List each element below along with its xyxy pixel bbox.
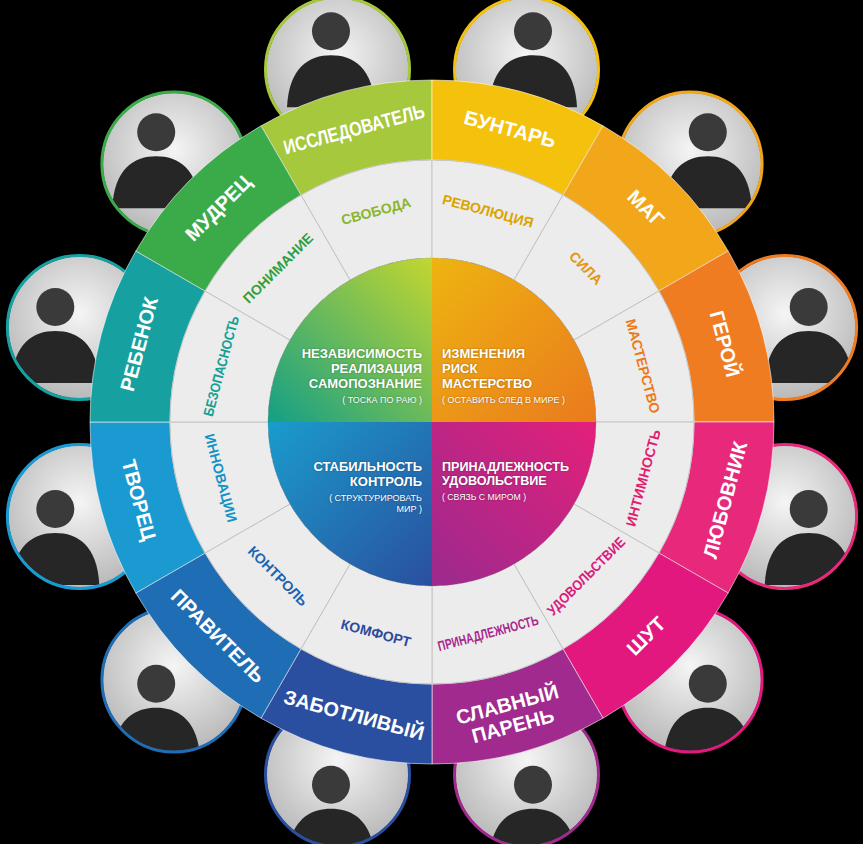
- segment-shape: [432, 422, 596, 586]
- motive-quadrant: ПРИНАДЛЕЖНОСТЬ УДОВОЛЬСТВИЕ ( СВЯЗЬ С МИР…: [432, 422, 596, 586]
- motive-note: ( ТОСКА ПО РАЮ ): [302, 395, 422, 406]
- label-holder: ПРИНАДЛЕЖНОСТЬ УДОВОЛЬСТВИЕ ( СВЯЗЬ С МИР…: [442, 460, 569, 502]
- label-holder: НЕЗАВИСИМОСТЬ РЕАЛИЗАЦИЯ САМОПОЗНАНИЕ ( Т…: [302, 347, 422, 406]
- motive-note: ( ОСТАВИТЬ СЛЕД В МИРЕ ): [442, 395, 565, 406]
- motive-heading: СТАБИЛЬНОСТЬ КОНТРОЛЬ: [313, 460, 422, 490]
- motive-note: ( СВЯЗЬ С МИРОМ ): [442, 492, 569, 502]
- label-holder: ИЗМЕНЕНИЯ РИСК МАСТЕРСТВО ( ОСТАВИТЬ СЛЕД…: [442, 347, 565, 406]
- motive-heading: ИЗМЕНЕНИЯ РИСК МАСТЕРСТВО: [442, 347, 532, 392]
- segment-fill: [432, 422, 596, 586]
- label-holder: СТАБИЛЬНОСТЬ КОНТРОЛЬ ( СТРУКТУРИРОВАТЬ М…: [310, 460, 422, 515]
- segment-fill: [268, 422, 432, 586]
- motive-quadrant: ИЗМЕНЕНИЯ РИСК МАСТЕРСТВО ( ОСТАВИТЬ СЛЕД…: [432, 258, 596, 422]
- motive-quadrant: СТАБИЛЬНОСТЬ КОНТРОЛЬ ( СТРУКТУРИРОВАТЬ М…: [268, 422, 432, 586]
- segment-fill: [268, 258, 432, 422]
- motive-heading: НЕЗАВИСИМОСТЬ РЕАЛИЗАЦИЯ САМОПОЗНАНИЕ: [302, 347, 422, 392]
- motive-heading: ПРИНАДЛЕЖНОСТЬ УДОВОЛЬСТВИЕ: [442, 460, 569, 489]
- motive-note: ( СТРУКТУРИРОВАТЬ МИР ): [310, 493, 422, 515]
- segment-fill: [432, 258, 596, 422]
- motive-quadrant: НЕЗАВИСИМОСТЬ РЕАЛИЗАЦИЯ САМОПОЗНАНИЕ ( Т…: [268, 258, 432, 422]
